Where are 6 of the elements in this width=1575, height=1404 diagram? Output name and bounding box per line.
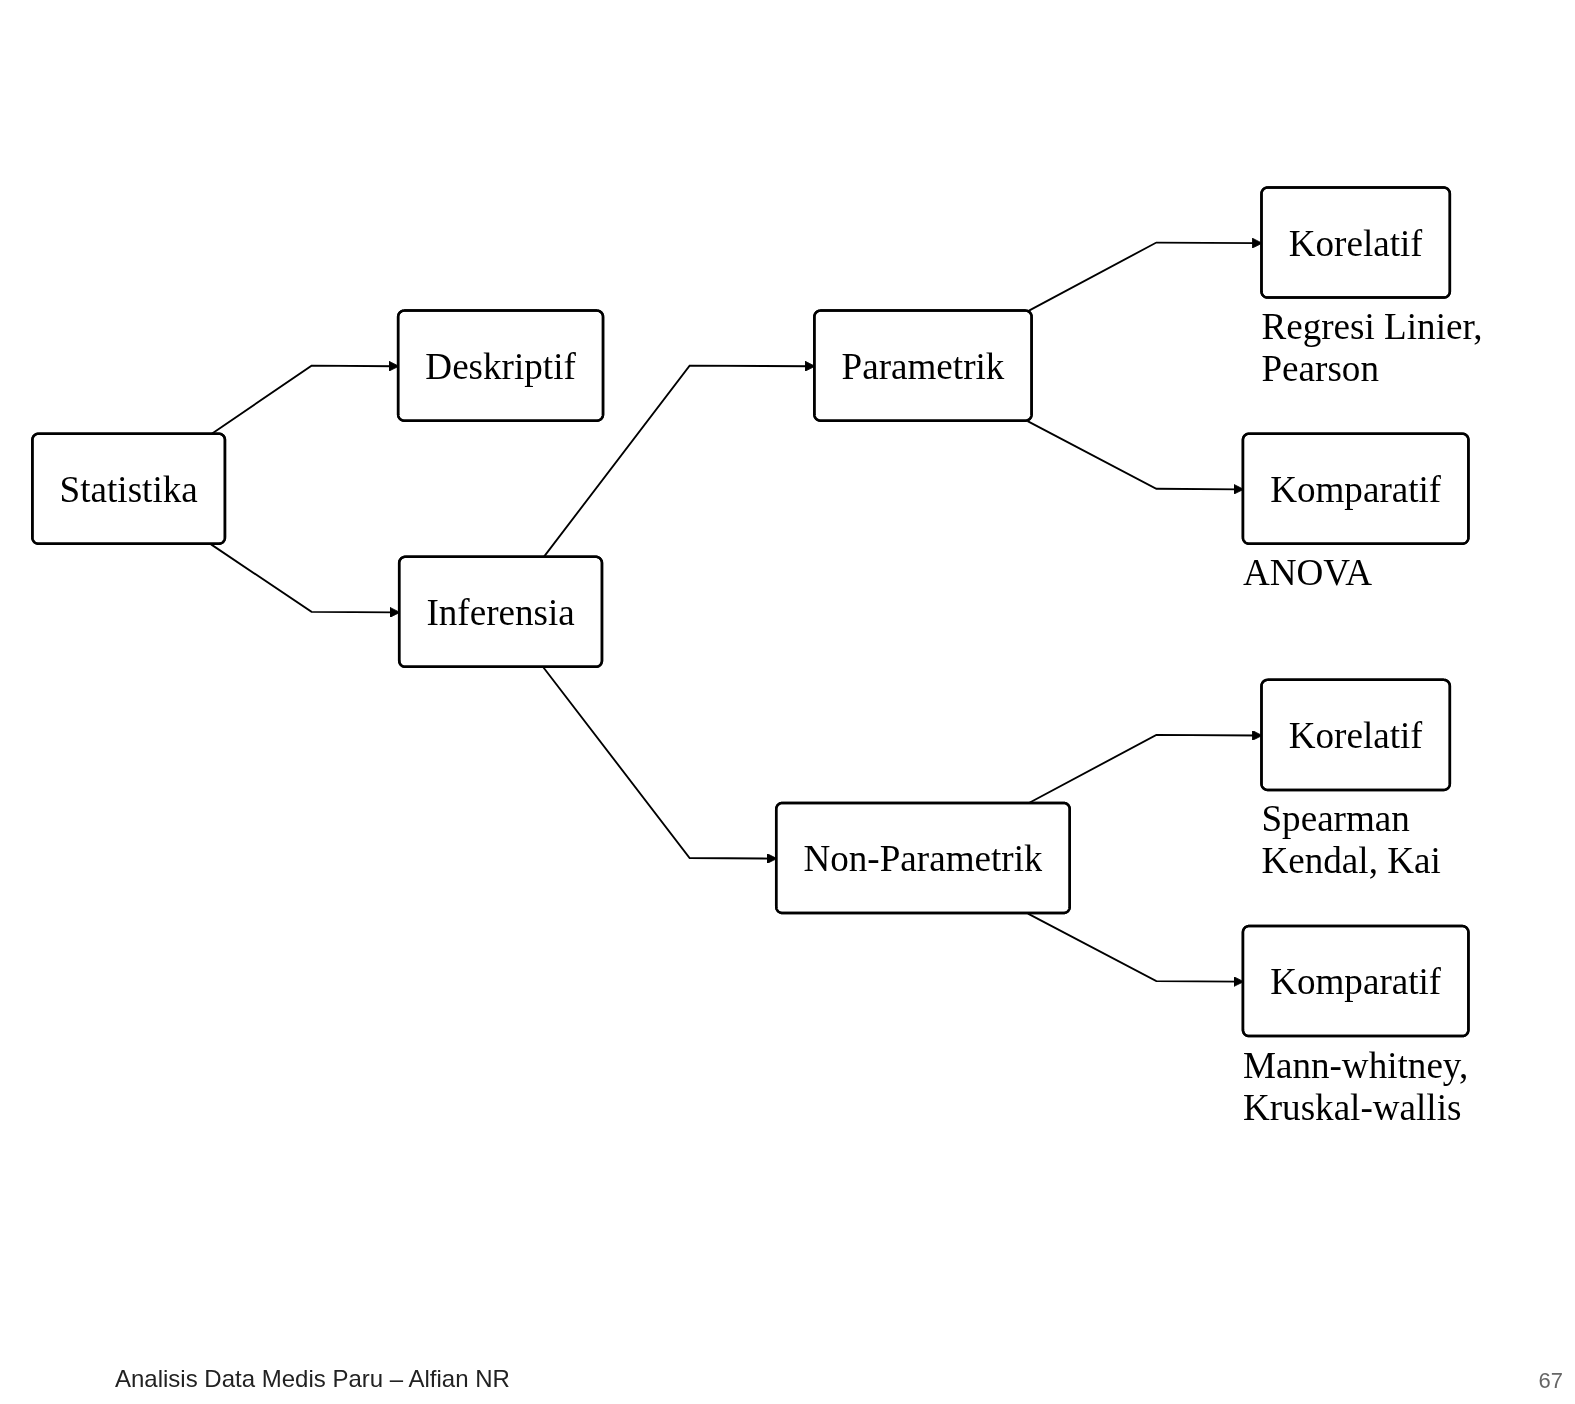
node-caption: Regresi Linier, Pearson	[1261, 305, 1483, 389]
page-number: 67	[1538, 1368, 1563, 1394]
node-caption: Mann-whitney, Kruskal-wallis	[1242, 1043, 1469, 1128]
node-caption: Spearman Kendal, Kai	[1261, 797, 1441, 881]
footer-text: Analisis Data Medis Paru – Alfian NR	[115, 1365, 510, 1393]
node-caption: ANOVA	[1242, 551, 1373, 592]
